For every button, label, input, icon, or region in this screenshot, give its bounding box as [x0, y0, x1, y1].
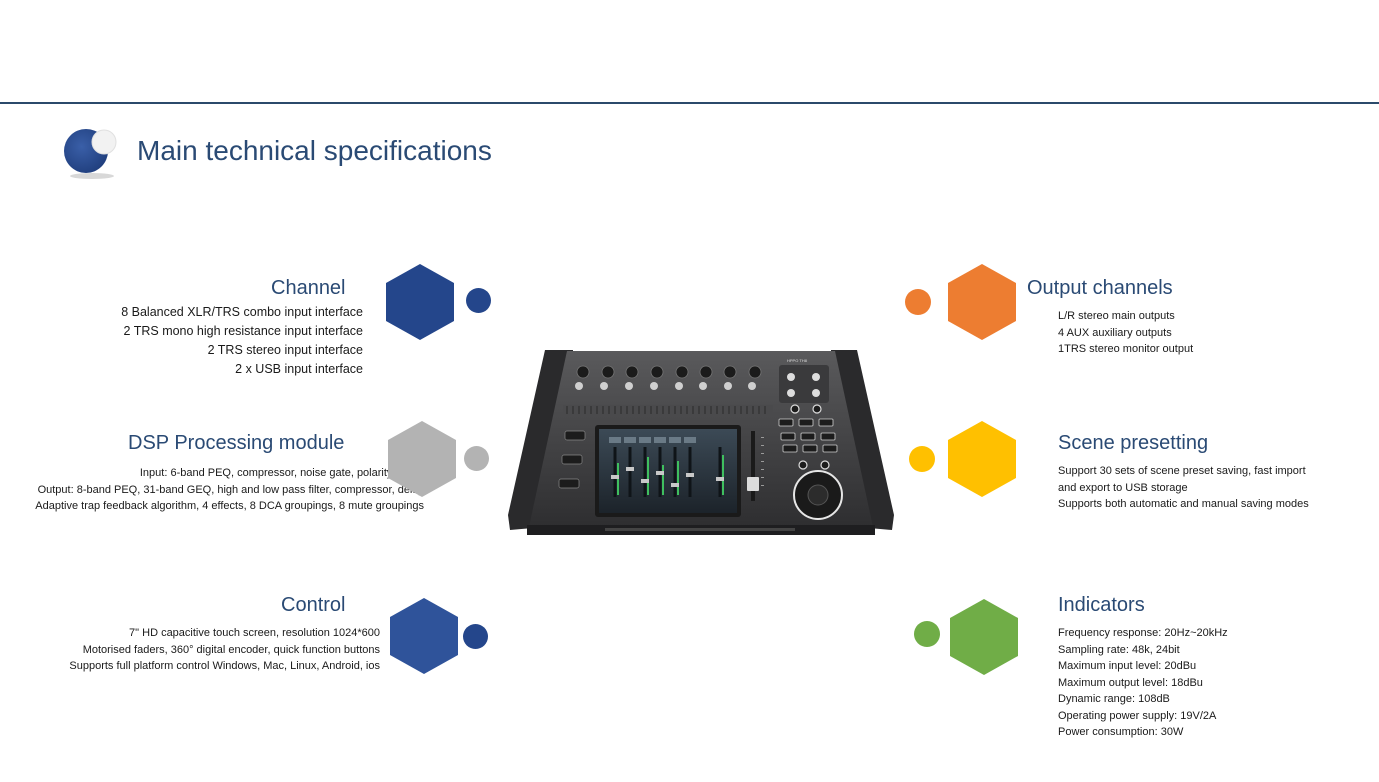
- spec-line: Sampling rate: 48k, 24bit: [1058, 643, 1180, 656]
- control-title: Control: [281, 594, 346, 616]
- spec-line: Maximum output level: 18dBu: [1058, 676, 1203, 689]
- spec-line: Power consumption: 30W: [1058, 726, 1184, 738]
- scene-specs: Support 30 sets of scene preset saving, …: [1058, 463, 1309, 513]
- channel-dot-icon: [466, 288, 491, 313]
- spec-line: 8 Balanced XLR/TRS combo input interface: [121, 305, 363, 319]
- output-specs: L/R stereo main outputs 4 AUX auxiliary …: [1058, 308, 1193, 358]
- output-dot-icon: [905, 289, 931, 315]
- spec-line: Dynamic range: 108dB: [1058, 693, 1170, 705]
- spec-line: and export to USB storage: [1058, 481, 1188, 494]
- dsp-specs: Input: 6-band PEQ, compressor, noise gat…: [35, 465, 424, 515]
- page-title: Main technical specifications: [137, 135, 492, 166]
- dsp-hexagon-icon: [388, 421, 456, 497]
- spec-line: 7" HD capacitive touch screen, resolutio…: [129, 627, 380, 639]
- indicators-dot-icon: [914, 621, 940, 647]
- output-title: Output channels: [1027, 277, 1173, 299]
- spec-line: Maximum input level: 20dBu: [1058, 660, 1197, 672]
- spec-line: Frequency response: 20Hz~20kHz: [1058, 627, 1228, 639]
- channel-hexagon-icon: [386, 264, 454, 340]
- indicators-title: Indicators: [1058, 594, 1145, 616]
- header-divider: [0, 102, 1379, 104]
- spec-line: 4 AUX auxiliary outputs: [1058, 326, 1172, 339]
- control-dot-icon: [463, 624, 488, 649]
- dsp-title: DSP Processing module: [128, 432, 345, 454]
- indicators-specs: Frequency response: 20Hz~20kHz Sampling …: [1058, 625, 1228, 741]
- spec-line: Supports full platform control Windows, …: [69, 660, 380, 672]
- spec-line: 2 x USB input interface: [235, 362, 363, 376]
- scene-title: Scene presetting: [1058, 432, 1209, 454]
- bullet-circles-icon: [64, 129, 117, 179]
- spec-line: Supports both automatic and manual savin…: [1058, 498, 1309, 510]
- spec-line: Support 30 sets of scene preset saving, …: [1058, 465, 1306, 477]
- control-hexagon-icon: [390, 598, 458, 674]
- spec-line: L/R stereo main outputs: [1058, 310, 1175, 322]
- control-specs: 7" HD capacitive touch screen, resolutio…: [69, 625, 380, 675]
- spec-line: Output: 8-band PEQ, 31-band GEQ, high an…: [37, 483, 424, 496]
- device-brand-label: HPPO TH8: [787, 358, 808, 363]
- spec-line: Adaptive trap feedback algorithm, 4 effe…: [35, 500, 424, 512]
- dsp-dot-icon: [464, 446, 489, 471]
- spec-line: 1TRS stereo monitor output: [1058, 343, 1194, 355]
- spec-line: Input: 6-band PEQ, compressor, noise gat…: [139, 467, 424, 479]
- scene-hexagon-icon: [948, 421, 1016, 497]
- output-hexagon-icon: [948, 264, 1016, 340]
- spec-line: 2 TRS stereo input interface: [207, 343, 363, 357]
- spec-line: Motorised faders, 360° digital encoder, …: [82, 643, 380, 656]
- spec-line: Operating power supply: 19V/2A: [1058, 709, 1217, 722]
- scene-dot-icon: [909, 446, 935, 472]
- digital-mixer-image: HPPO TH8: [508, 350, 894, 535]
- channel-specs: 8 Balanced XLR/TRS combo input interface…: [121, 303, 363, 379]
- channel-title: Channel: [271, 277, 346, 299]
- indicators-hexagon-icon: [950, 599, 1018, 675]
- spec-line: 2 TRS mono high resistance input interfa…: [123, 324, 363, 338]
